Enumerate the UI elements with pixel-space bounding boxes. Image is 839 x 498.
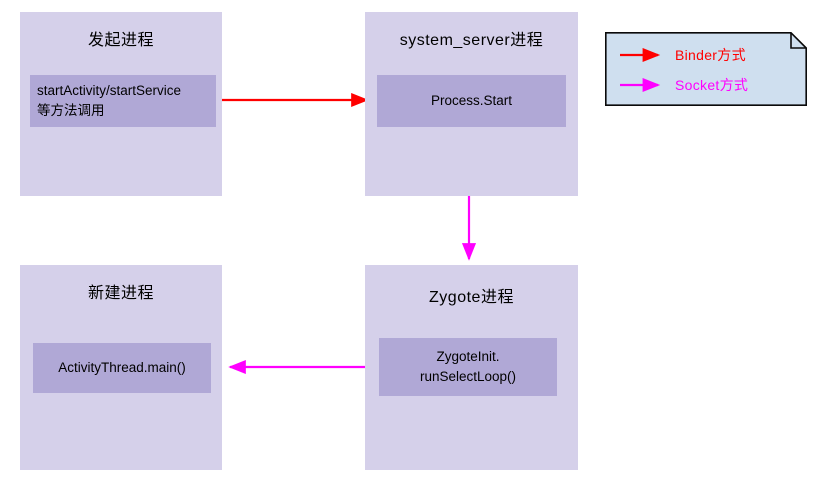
legend-label-binder: Binder方式	[675, 47, 746, 63]
legend-label-socket: Socket方式	[675, 77, 749, 93]
method-label-process-start: Process.Start	[430, 93, 513, 109]
process-box-new: 新建进程 ActivityThread.main()	[20, 265, 222, 470]
process-title-system-server: system_server进程	[399, 32, 544, 49]
method-box-zygote-init: ZygoteInit. runSelectLoop()	[379, 338, 557, 396]
legend-item-socket: Socket方式	[619, 74, 748, 96]
process-title-zygote: Zygote进程	[429, 289, 514, 306]
socket-arrow-icon	[620, 77, 661, 93]
process-box-caller: 发起进程 startActivity/startService 等方法调用	[20, 12, 222, 196]
method-label-start-activity: startActivity/startService 等方法调用	[37, 83, 182, 118]
process-box-zygote: Zygote进程 ZygoteInit. runSelectLoop()	[365, 265, 578, 470]
legend-item-binder: Binder方式	[619, 44, 746, 66]
method-box-process-start: Process.Start	[377, 75, 566, 127]
legend-note: Binder方式 Socket方式	[605, 32, 807, 106]
binder-arrow-icon	[620, 47, 661, 63]
method-label-zygote-init: ZygoteInit. runSelectLoop()	[419, 349, 517, 384]
process-title-caller: 发起进程	[87, 32, 154, 49]
method-box-activity-thread-main: ActivityThread.main()	[33, 343, 211, 393]
process-box-system-server: system_server进程 Process.Start	[365, 12, 578, 196]
method-label-activity-thread-main: ActivityThread.main()	[58, 360, 186, 376]
process-title-new: 新建进程	[87, 285, 154, 302]
method-box-start-activity: startActivity/startService 等方法调用	[30, 75, 216, 127]
